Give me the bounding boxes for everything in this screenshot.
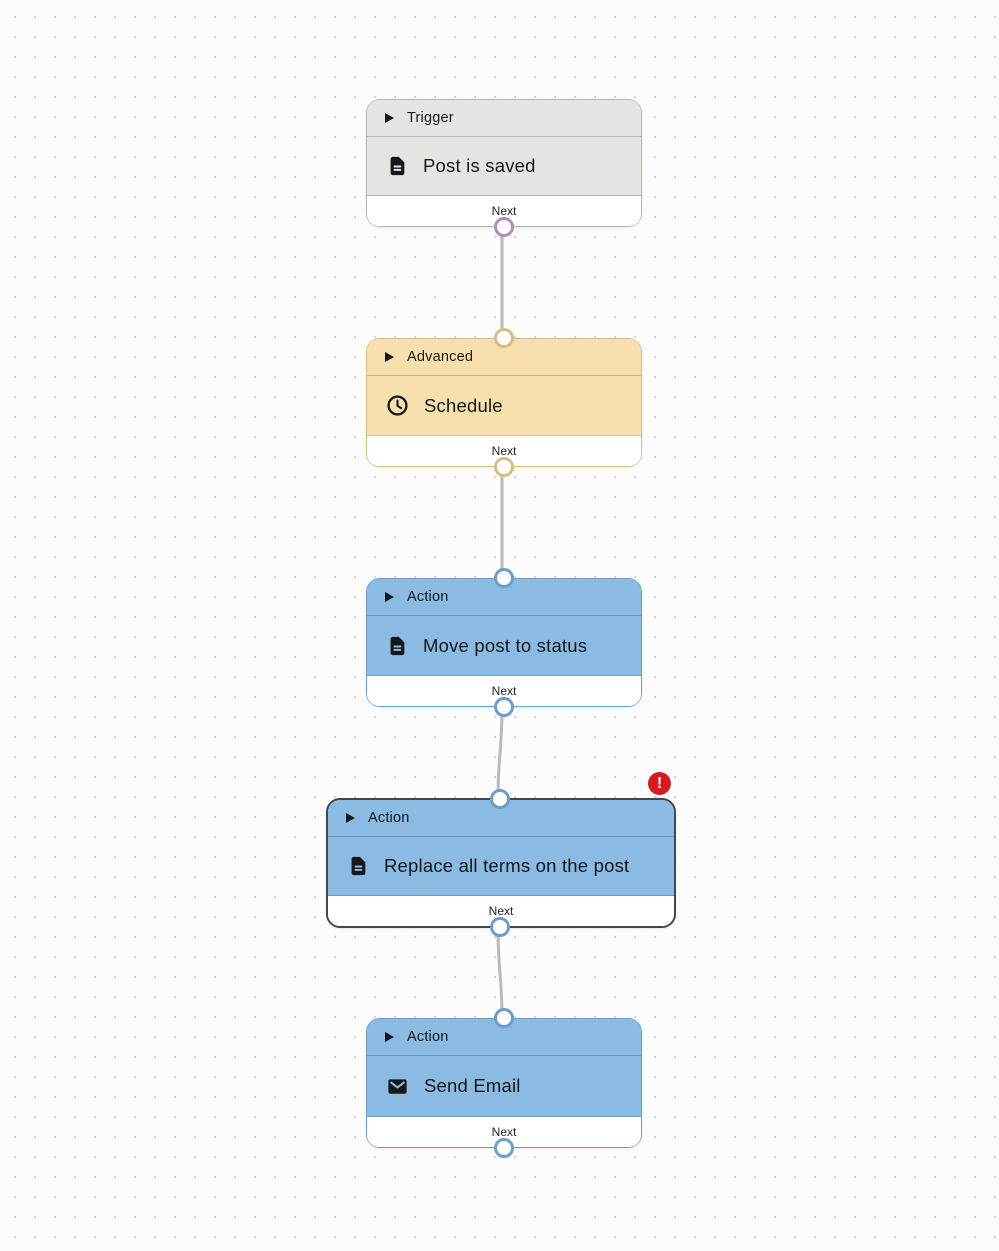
next-label: Next [491, 204, 517, 218]
node-body[interactable]: Replace all terms on the post [328, 837, 674, 895]
edge-movepost-to-replaceterms[interactable] [496, 706, 504, 799]
node-title: Send Email [424, 1075, 521, 1096]
exclamation-icon: ! [656, 774, 663, 792]
node-body[interactable]: Post is saved [367, 137, 641, 195]
document-icon [386, 155, 408, 177]
node-title: Schedule [424, 394, 503, 416]
node-header[interactable]: Trigger [367, 100, 641, 137]
node-body[interactable]: Schedule [367, 376, 641, 435]
node-action-send-email[interactable]: Action Send Email Next [366, 1008, 642, 1158]
node-body[interactable]: Send Email [367, 1056, 641, 1116]
collapse-triangle-icon[interactable] [385, 352, 394, 362]
next-label: Next [491, 684, 517, 698]
error-badge[interactable]: ! [648, 772, 671, 795]
envelope-icon [386, 1075, 409, 1098]
output-port[interactable] [494, 457, 514, 477]
node-title: Replace all terms on the post [384, 855, 630, 876]
node-header[interactable]: Action [367, 1019, 641, 1056]
node-footer: Next [367, 675, 641, 706]
clock-icon [386, 394, 409, 417]
document-icon [386, 635, 408, 657]
output-port[interactable] [490, 917, 510, 937]
node-body[interactable]: Move post to status [367, 616, 641, 675]
output-port[interactable] [494, 1138, 514, 1158]
node-advanced-schedule[interactable]: Advanced Schedule Next [366, 328, 642, 477]
next-label: Next [488, 904, 514, 918]
output-port[interactable] [494, 217, 514, 237]
node-action-replace-all-terms[interactable]: ! Action Replace all terms on the post N… [326, 772, 676, 937]
node-title: Move post to status [423, 634, 588, 656]
input-port[interactable] [494, 328, 514, 348]
next-label: Next [491, 1125, 517, 1139]
edge-replaceterms-to-sendemail[interactable] [496, 927, 504, 1019]
document-icon [347, 855, 369, 877]
node-category-label: Advanced [407, 349, 474, 365]
node-title: Post is saved [423, 155, 536, 176]
input-port[interactable] [490, 789, 510, 809]
collapse-triangle-icon[interactable] [385, 592, 394, 602]
node-category-label: Action [407, 589, 449, 605]
input-port[interactable] [494, 568, 514, 588]
node-trigger-post-is-saved[interactable]: Trigger Post is saved Next [366, 99, 642, 237]
collapse-triangle-icon[interactable] [385, 113, 394, 123]
output-port[interactable] [494, 697, 514, 717]
next-label: Next [491, 444, 517, 458]
node-category-label: Action [407, 1029, 449, 1045]
node-category-label: Trigger [407, 110, 454, 126]
collapse-triangle-icon[interactable] [346, 813, 355, 823]
collapse-triangle-icon[interactable] [385, 1032, 394, 1042]
input-port[interactable] [494, 1008, 514, 1028]
node-action-move-post-to-status[interactable]: Action Move post to status Next [366, 568, 642, 717]
node-category-label: Action [368, 810, 410, 826]
